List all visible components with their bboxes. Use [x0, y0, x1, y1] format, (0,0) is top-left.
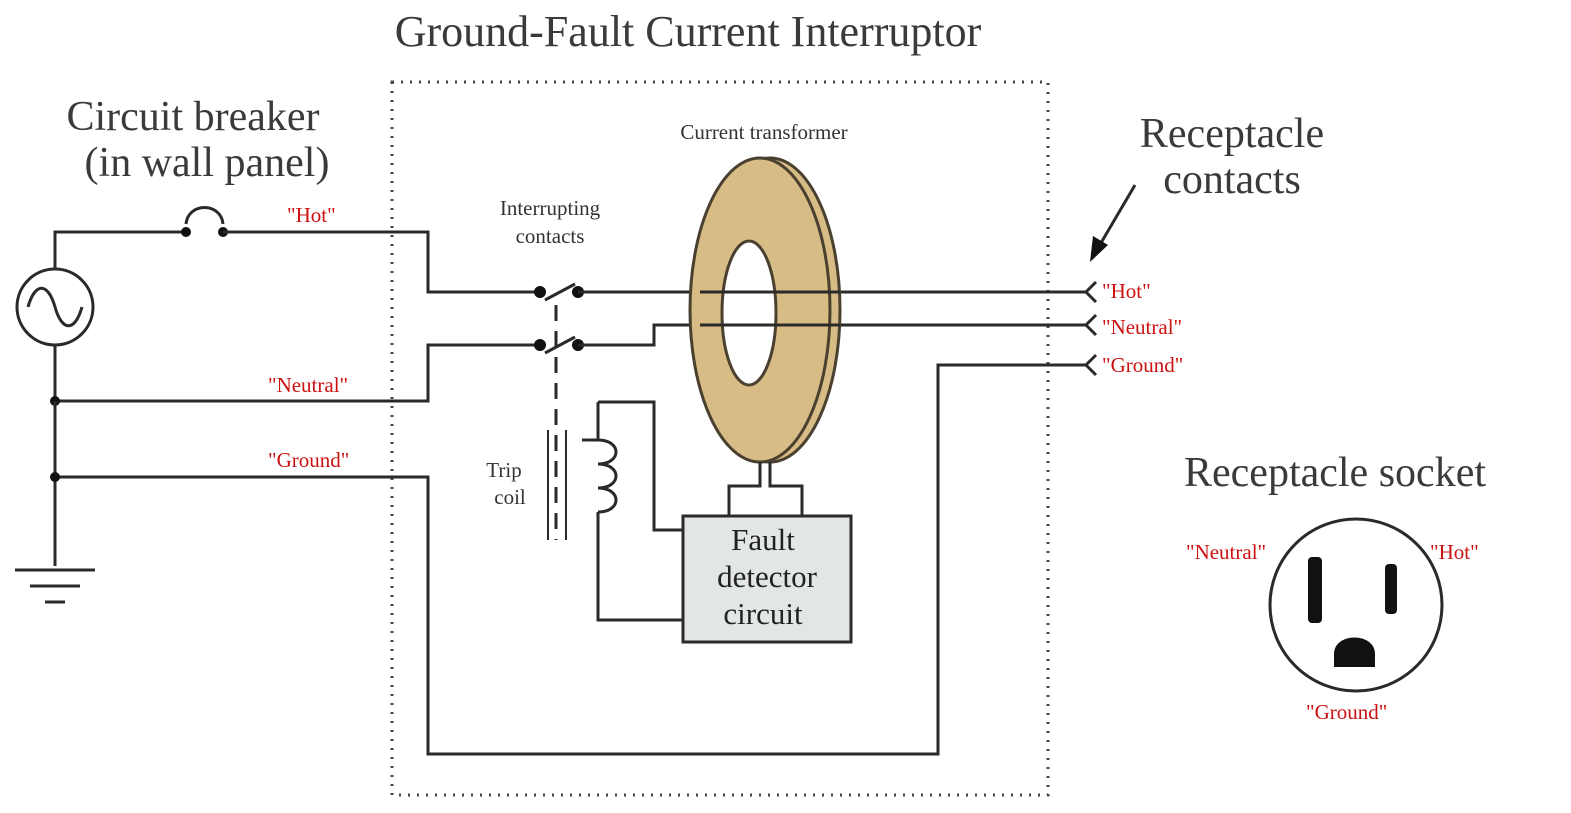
left-ground-label: "Ground": [268, 448, 349, 472]
fault-detector-box: [681, 514, 853, 644]
left-hot-label: "Hot": [287, 203, 336, 227]
right-neutral-label: "Neutral": [1102, 315, 1182, 339]
receptacle-socket-label: Receptacle socket: [1184, 450, 1486, 496]
trip-coil-label-line1: Trip: [486, 458, 521, 482]
fault-detector-label-line3: circuit: [723, 596, 803, 631]
current-transformer-label: Current transformer: [680, 120, 847, 144]
neutral-wire-right: [578, 323, 1087, 347]
receptacle-contacts-label-line1: Receptacle: [1140, 111, 1324, 157]
hot-wire-left: [223, 230, 540, 294]
receptacle-contacts-label-line2: contacts: [1163, 157, 1301, 203]
left-neutral-label: "Neutral": [268, 373, 348, 397]
diagram-title: Ground-Fault Current Interruptor: [395, 7, 982, 56]
ground-wire: [55, 363, 1087, 756]
ground-junction: [50, 472, 60, 482]
ct-lead-right: [768, 462, 804, 516]
receptacle-contact-icons: [1083, 280, 1098, 377]
trip-coil-label-line2: coil: [494, 485, 526, 509]
circuit-breaker-icon: [181, 206, 228, 237]
source-hot-wire: [53, 230, 186, 269]
interrupting-contacts-label-line2: contacts: [516, 224, 585, 248]
socket-ground-label: "Ground": [1306, 700, 1387, 724]
earth-ground-icon: [15, 568, 95, 604]
circuit-breaker-label-line1: Circuit breaker: [66, 94, 319, 140]
right-hot-label: "Hot": [1102, 279, 1151, 303]
receptacle-socket-icon: [1268, 517, 1444, 693]
ct-lead-left: [727, 462, 762, 516]
circuit-breaker-label-line2: (in wall panel): [85, 140, 330, 186]
fault-detector-label-line1: Fault: [731, 522, 795, 557]
interrupting-contacts-icon: [534, 282, 584, 540]
arrow-icon: [1090, 184, 1137, 262]
socket-neutral-label: "Neutral": [1186, 540, 1266, 564]
neutral-wire-left: [53, 343, 540, 403]
socket-hot-label: "Hot": [1430, 540, 1479, 564]
fault-detector-label-line2: detector: [717, 559, 818, 594]
right-ground-label: "Ground": [1102, 353, 1183, 377]
current-transformer-icon: [688, 156, 842, 464]
ac-source-icon: [15, 267, 95, 347]
trip-coil-icon: [547, 400, 683, 622]
interrupting-contacts-label-line1: Interrupting: [500, 196, 601, 220]
